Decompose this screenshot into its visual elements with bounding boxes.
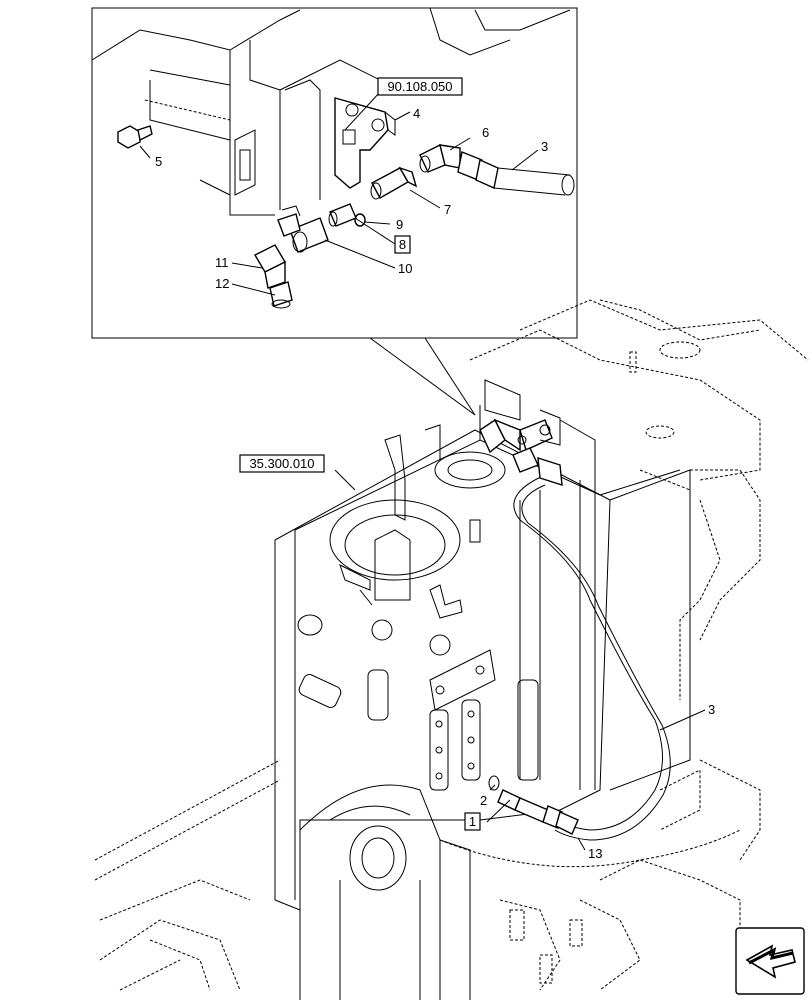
frame-block — [274, 379, 691, 911]
callout-12: 12 — [215, 276, 229, 291]
leader-lines — [139, 91, 706, 851]
bolt — [117, 125, 153, 149]
detail-inset — [91, 7, 578, 416]
ref-label-main[interactable]: 35.300.010 — [249, 456, 314, 471]
adapter-8 — [328, 203, 357, 227]
ref-box-main[interactable]: 35.300.010 — [239, 454, 325, 473]
callout-2: 2 — [480, 793, 487, 808]
callout-1: 1 — [469, 814, 476, 829]
coupling-10 — [277, 205, 329, 253]
elbow-6 — [419, 143, 461, 173]
bracket-plate — [334, 97, 396, 189]
fitting-7 — [370, 166, 418, 200]
callout-7: 7 — [444, 202, 451, 217]
callout-6: 6 — [482, 125, 489, 140]
callouts: 4 5 6 3 7 9 8 10 11 12 3 2 1 13 — [155, 106, 715, 861]
callout-3-inset: 3 — [541, 139, 548, 154]
main-hose — [479, 409, 671, 841]
callout-13: 13 — [588, 846, 602, 861]
nav-arrow-button[interactable] — [735, 927, 805, 995]
lower-arm — [299, 784, 471, 1000]
upper-fittings — [479, 409, 563, 486]
o-ring — [354, 213, 366, 227]
hose-inset — [457, 151, 575, 196]
background-structure — [94, 299, 809, 991]
callout-4: 4 — [413, 106, 420, 121]
callout-3-main: 3 — [708, 702, 715, 717]
lower-fitting — [488, 775, 579, 835]
callout-1-box: 1 — [464, 812, 481, 831]
callout-8: 8 — [399, 237, 406, 252]
callout-10: 10 — [398, 261, 412, 276]
callout-8-box: 8 — [394, 235, 411, 254]
callout-5: 5 — [155, 154, 162, 169]
callout-11: 11 — [215, 255, 229, 270]
ref-label-inset[interactable]: 90.108.050 — [387, 79, 452, 94]
callout-9: 9 — [396, 217, 403, 232]
nut-12 — [269, 281, 293, 309]
arrow-icon — [745, 944, 796, 979]
ref-box-inset[interactable]: 90.108.050 — [377, 77, 463, 96]
elbow-11 — [254, 244, 286, 289]
